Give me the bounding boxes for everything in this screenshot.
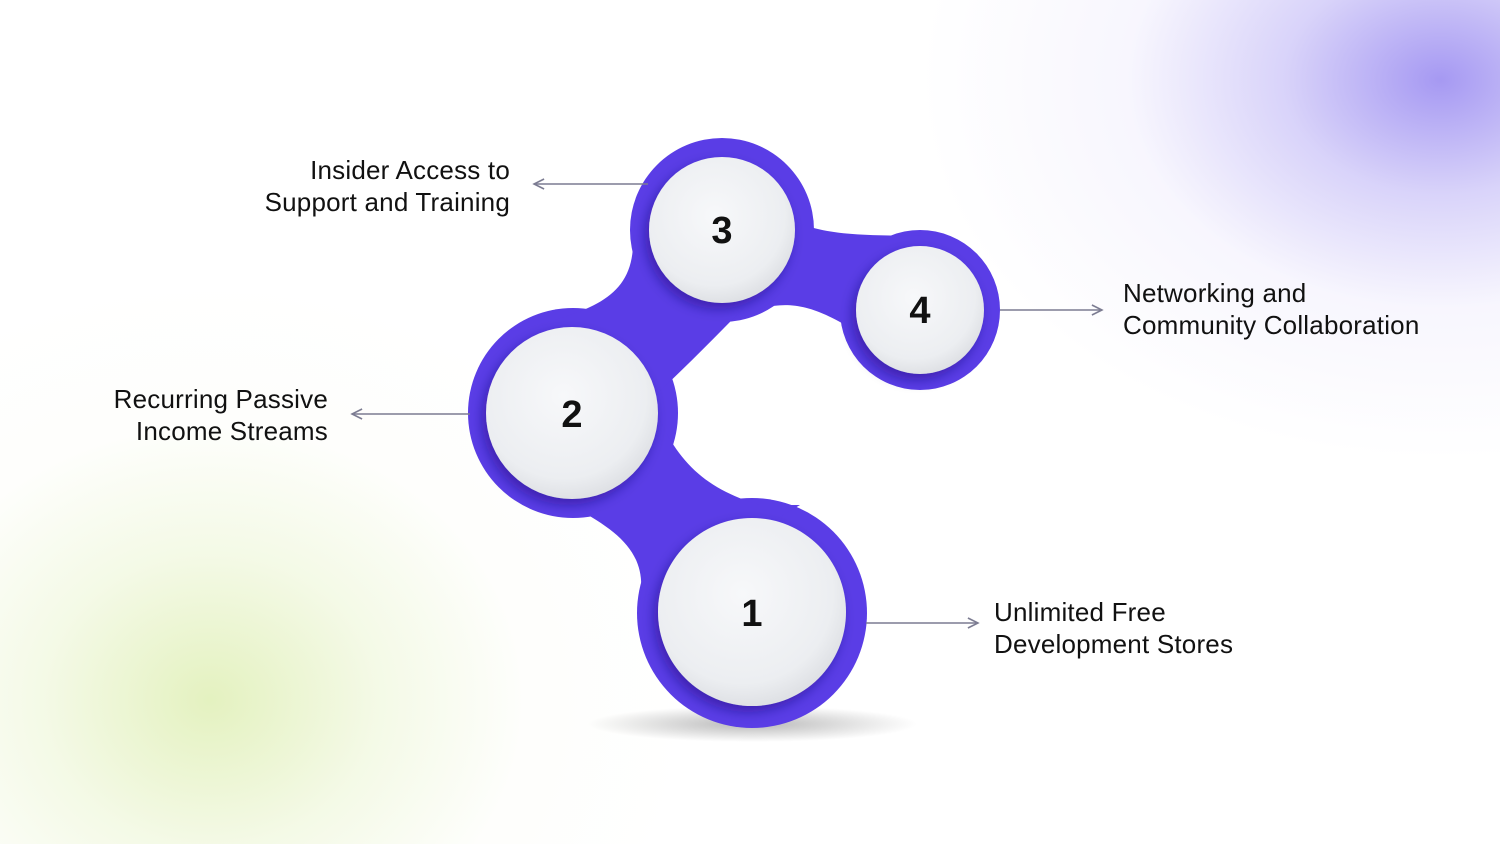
step-label-1-line-1: Unlimited Free <box>994 597 1166 627</box>
step-label-4: Networking and Community Collaboration <box>1123 277 1420 341</box>
step-number-1: 1 <box>741 593 762 635</box>
step-label-2-line-1: Recurring Passive <box>113 384 328 414</box>
step-label-3-line-1: Insider Access to <box>310 155 510 185</box>
step-label-2: Recurring Passive Income Streams <box>114 383 328 447</box>
step-label-1: Unlimited Free Development Stores <box>994 596 1233 660</box>
step-label-4-line-2: Community Collaboration <box>1123 310 1420 340</box>
step-label-3: Insider Access to Support and Training <box>265 154 510 218</box>
step-number-4: 4 <box>909 290 930 332</box>
step-node-1: 1 <box>658 518 846 706</box>
step-node-3: 3 <box>649 157 795 303</box>
step-label-2-line-2: Income Streams <box>135 416 328 446</box>
step-node-2: 2 <box>486 327 658 499</box>
step-number-2: 2 <box>561 394 582 436</box>
step-label-3-line-2: Support and Training <box>264 187 510 217</box>
step-number-3: 3 <box>711 210 732 252</box>
step-node-4: 4 <box>856 246 984 374</box>
step-label-4-line-1: Networking and <box>1123 278 1307 308</box>
connector-arrows <box>352 184 1102 623</box>
step-label-1-line-2: Development Stores <box>994 629 1234 659</box>
